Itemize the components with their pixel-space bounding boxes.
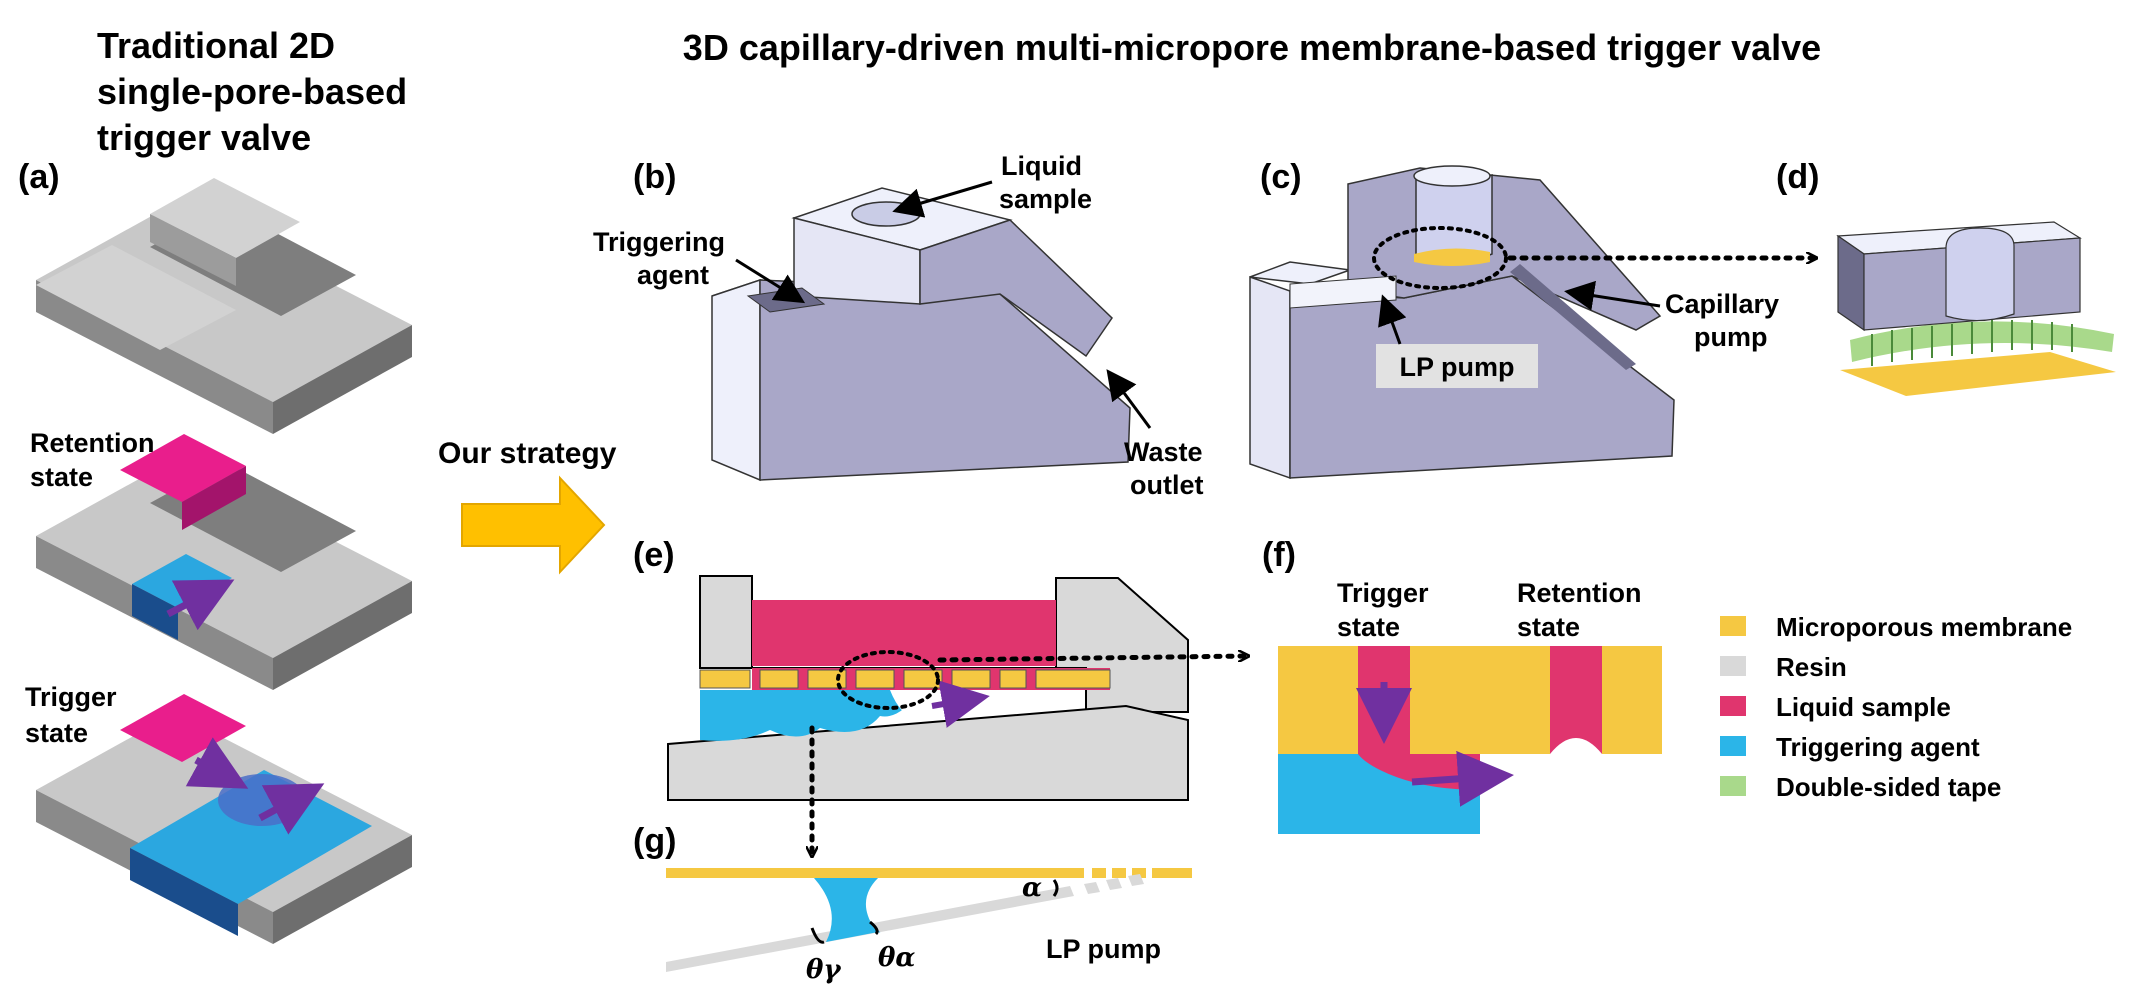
capillary-arrow xyxy=(1564,280,1661,311)
legend-label-resin: Resin xyxy=(1776,652,1847,682)
triggering-label-line1: Triggering xyxy=(593,227,725,257)
waste-arrow xyxy=(1106,369,1152,429)
lp-pump-label: LP pump xyxy=(1399,352,1514,382)
e-focus-ellipse xyxy=(836,650,940,710)
legend-swatch-tape xyxy=(1720,776,1746,796)
liquid-chamber xyxy=(752,600,1056,666)
trigger-label-line2: state xyxy=(25,718,88,748)
e-to-f-arrow xyxy=(937,656,1251,663)
left-title-line2: single-pore-based xyxy=(97,71,407,112)
c-focus-ellipse xyxy=(1372,226,1508,290)
legend-label-agent: Triggering agent xyxy=(1776,732,1980,762)
legend: Microporous membrane Resin Liquid sample… xyxy=(1720,612,2072,802)
trigger-flow-arrow-1 xyxy=(185,737,249,789)
liquid-arrow xyxy=(892,180,993,218)
triggering-label-line2: agent xyxy=(637,260,709,290)
panel-label-a: (a) xyxy=(18,158,60,196)
f-trigger-label-line1: Trigger xyxy=(1337,578,1429,608)
section-f xyxy=(1278,646,1662,834)
lp-pump-box xyxy=(1376,344,1538,388)
capillary-label-line2: pump xyxy=(1694,322,1768,352)
f-trigger-label-line2: state xyxy=(1337,612,1400,642)
legend-swatch-liquid xyxy=(1720,696,1746,716)
device-d xyxy=(1836,221,2116,396)
section-e xyxy=(667,575,1189,801)
panel-label-d: (d) xyxy=(1776,158,1819,196)
panel-label-c: (c) xyxy=(1260,158,1302,196)
strategy-arrow xyxy=(461,475,606,575)
chip-retention xyxy=(36,434,412,690)
right-title: 3D capillary-driven multi-micropore memb… xyxy=(683,27,1821,68)
chip-trigger xyxy=(36,694,412,944)
liquid-label-line1: Liquid xyxy=(1001,151,1082,181)
g-lp-pump-label: LP pump xyxy=(1046,934,1161,964)
panel-label-g: (g) xyxy=(633,822,676,860)
f-right-arrow xyxy=(1411,750,1514,807)
legend-label-membrane: Microporous membrane xyxy=(1776,612,2072,642)
legend-swatch-resin xyxy=(1720,656,1746,676)
alpha-label: α xyxy=(1022,873,1042,903)
section-g xyxy=(666,868,1192,972)
device-c xyxy=(1249,165,1675,480)
waste-label-line1: Waste xyxy=(1124,437,1203,467)
liquid-label-line2: sample xyxy=(999,184,1092,214)
lp-pump-arrow xyxy=(1378,294,1407,345)
legend-swatch-agent xyxy=(1720,736,1746,756)
f-retention-label-line1: Retention xyxy=(1517,578,1642,608)
panel-label-e: (e) xyxy=(633,536,675,574)
theta-alpha-label: θα xyxy=(878,943,915,973)
f-retention-label-line2: state xyxy=(1517,612,1580,642)
e-flow-arrow xyxy=(931,680,990,728)
tape-pillars xyxy=(1871,320,2073,366)
theta-gamma-label: θγ xyxy=(806,955,842,985)
panel-label-b: (b) xyxy=(633,158,676,196)
triggering-arrow xyxy=(735,258,806,304)
waste-label-line2: outlet xyxy=(1130,470,1204,500)
retention-label-line1: Retention xyxy=(30,428,155,458)
legend-swatch-membrane xyxy=(1720,616,1746,636)
retention-label-line2: state xyxy=(30,462,93,492)
legend-label-liquid: Liquid sample xyxy=(1776,692,1951,722)
chip-plain xyxy=(36,178,412,434)
trigger-flow-arrow-2 xyxy=(258,783,325,835)
strategy-label: Our strategy xyxy=(438,437,617,470)
capillary-label-line1: Capillary xyxy=(1665,289,1779,319)
device-b xyxy=(711,187,1131,482)
panel-label-f: (f) xyxy=(1262,536,1296,574)
left-title-line1: Traditional 2D xyxy=(97,25,335,66)
trigger-label-line1: Trigger xyxy=(25,682,117,712)
retention-flow-arrow xyxy=(166,579,235,631)
left-title-line3: trigger valve xyxy=(97,117,311,158)
legend-label-tape: Double-sided tape xyxy=(1776,772,2001,802)
